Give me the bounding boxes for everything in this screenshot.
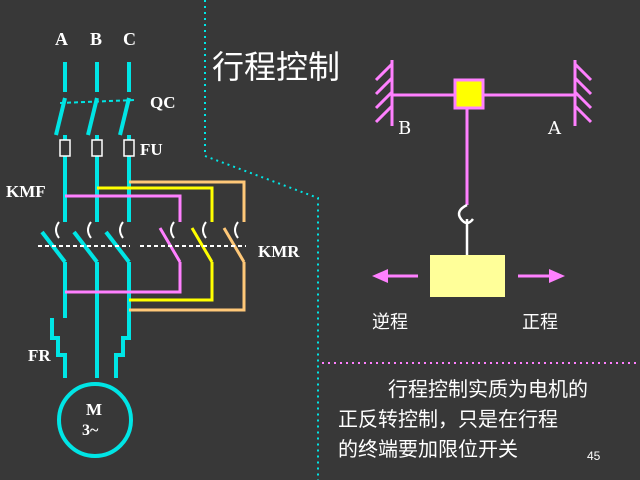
fu-label: FU	[140, 140, 163, 159]
description-line-3: 的终端要加限位开关	[338, 437, 518, 458]
motor-phase-label: 3~	[82, 422, 99, 439]
reverse-direction-label: 逆程	[372, 312, 408, 333]
phase-b-label: B	[90, 29, 103, 49]
motor-label: M	[86, 400, 103, 419]
description-line-2: 正反转控制，只是在行程	[338, 407, 558, 431]
hook	[457, 203, 474, 255]
direction-arrows	[372, 269, 565, 283]
load-block	[430, 255, 505, 297]
qc-label: QC	[150, 93, 176, 112]
forward-direction-label: 正程	[522, 312, 558, 333]
end-a-label: A	[548, 118, 561, 139]
description-text: 行程控制实质为电机的 正反转控制，只是在行程 的终端要加限位开关	[338, 374, 638, 458]
kmf-label: KMF	[6, 182, 46, 201]
fr-relay-2	[114, 318, 131, 378]
phase-lines	[40, 62, 131, 378]
contact-hooks	[55, 221, 124, 239]
divider-dotted-line	[204, 0, 319, 480]
description-line-1: 行程控制实质为电机的	[388, 377, 588, 401]
phase-c-label: C	[123, 29, 136, 49]
right-wall	[573, 60, 593, 126]
kmr-label: KMR	[258, 242, 300, 261]
left-wall	[374, 60, 394, 126]
trolley-block	[453, 78, 485, 110]
motor-circle	[57, 382, 133, 458]
fr-relay	[50, 318, 67, 378]
end-b-label: B	[398, 118, 412, 139]
phase-a-label: A	[55, 29, 68, 49]
fuses	[59, 139, 135, 157]
page-number: 45	[587, 449, 601, 463]
slide-title: 行程控制	[212, 48, 341, 86]
fr-label: FR	[28, 346, 51, 365]
qc-link	[59, 99, 136, 104]
kmr-hooks	[170, 221, 239, 239]
